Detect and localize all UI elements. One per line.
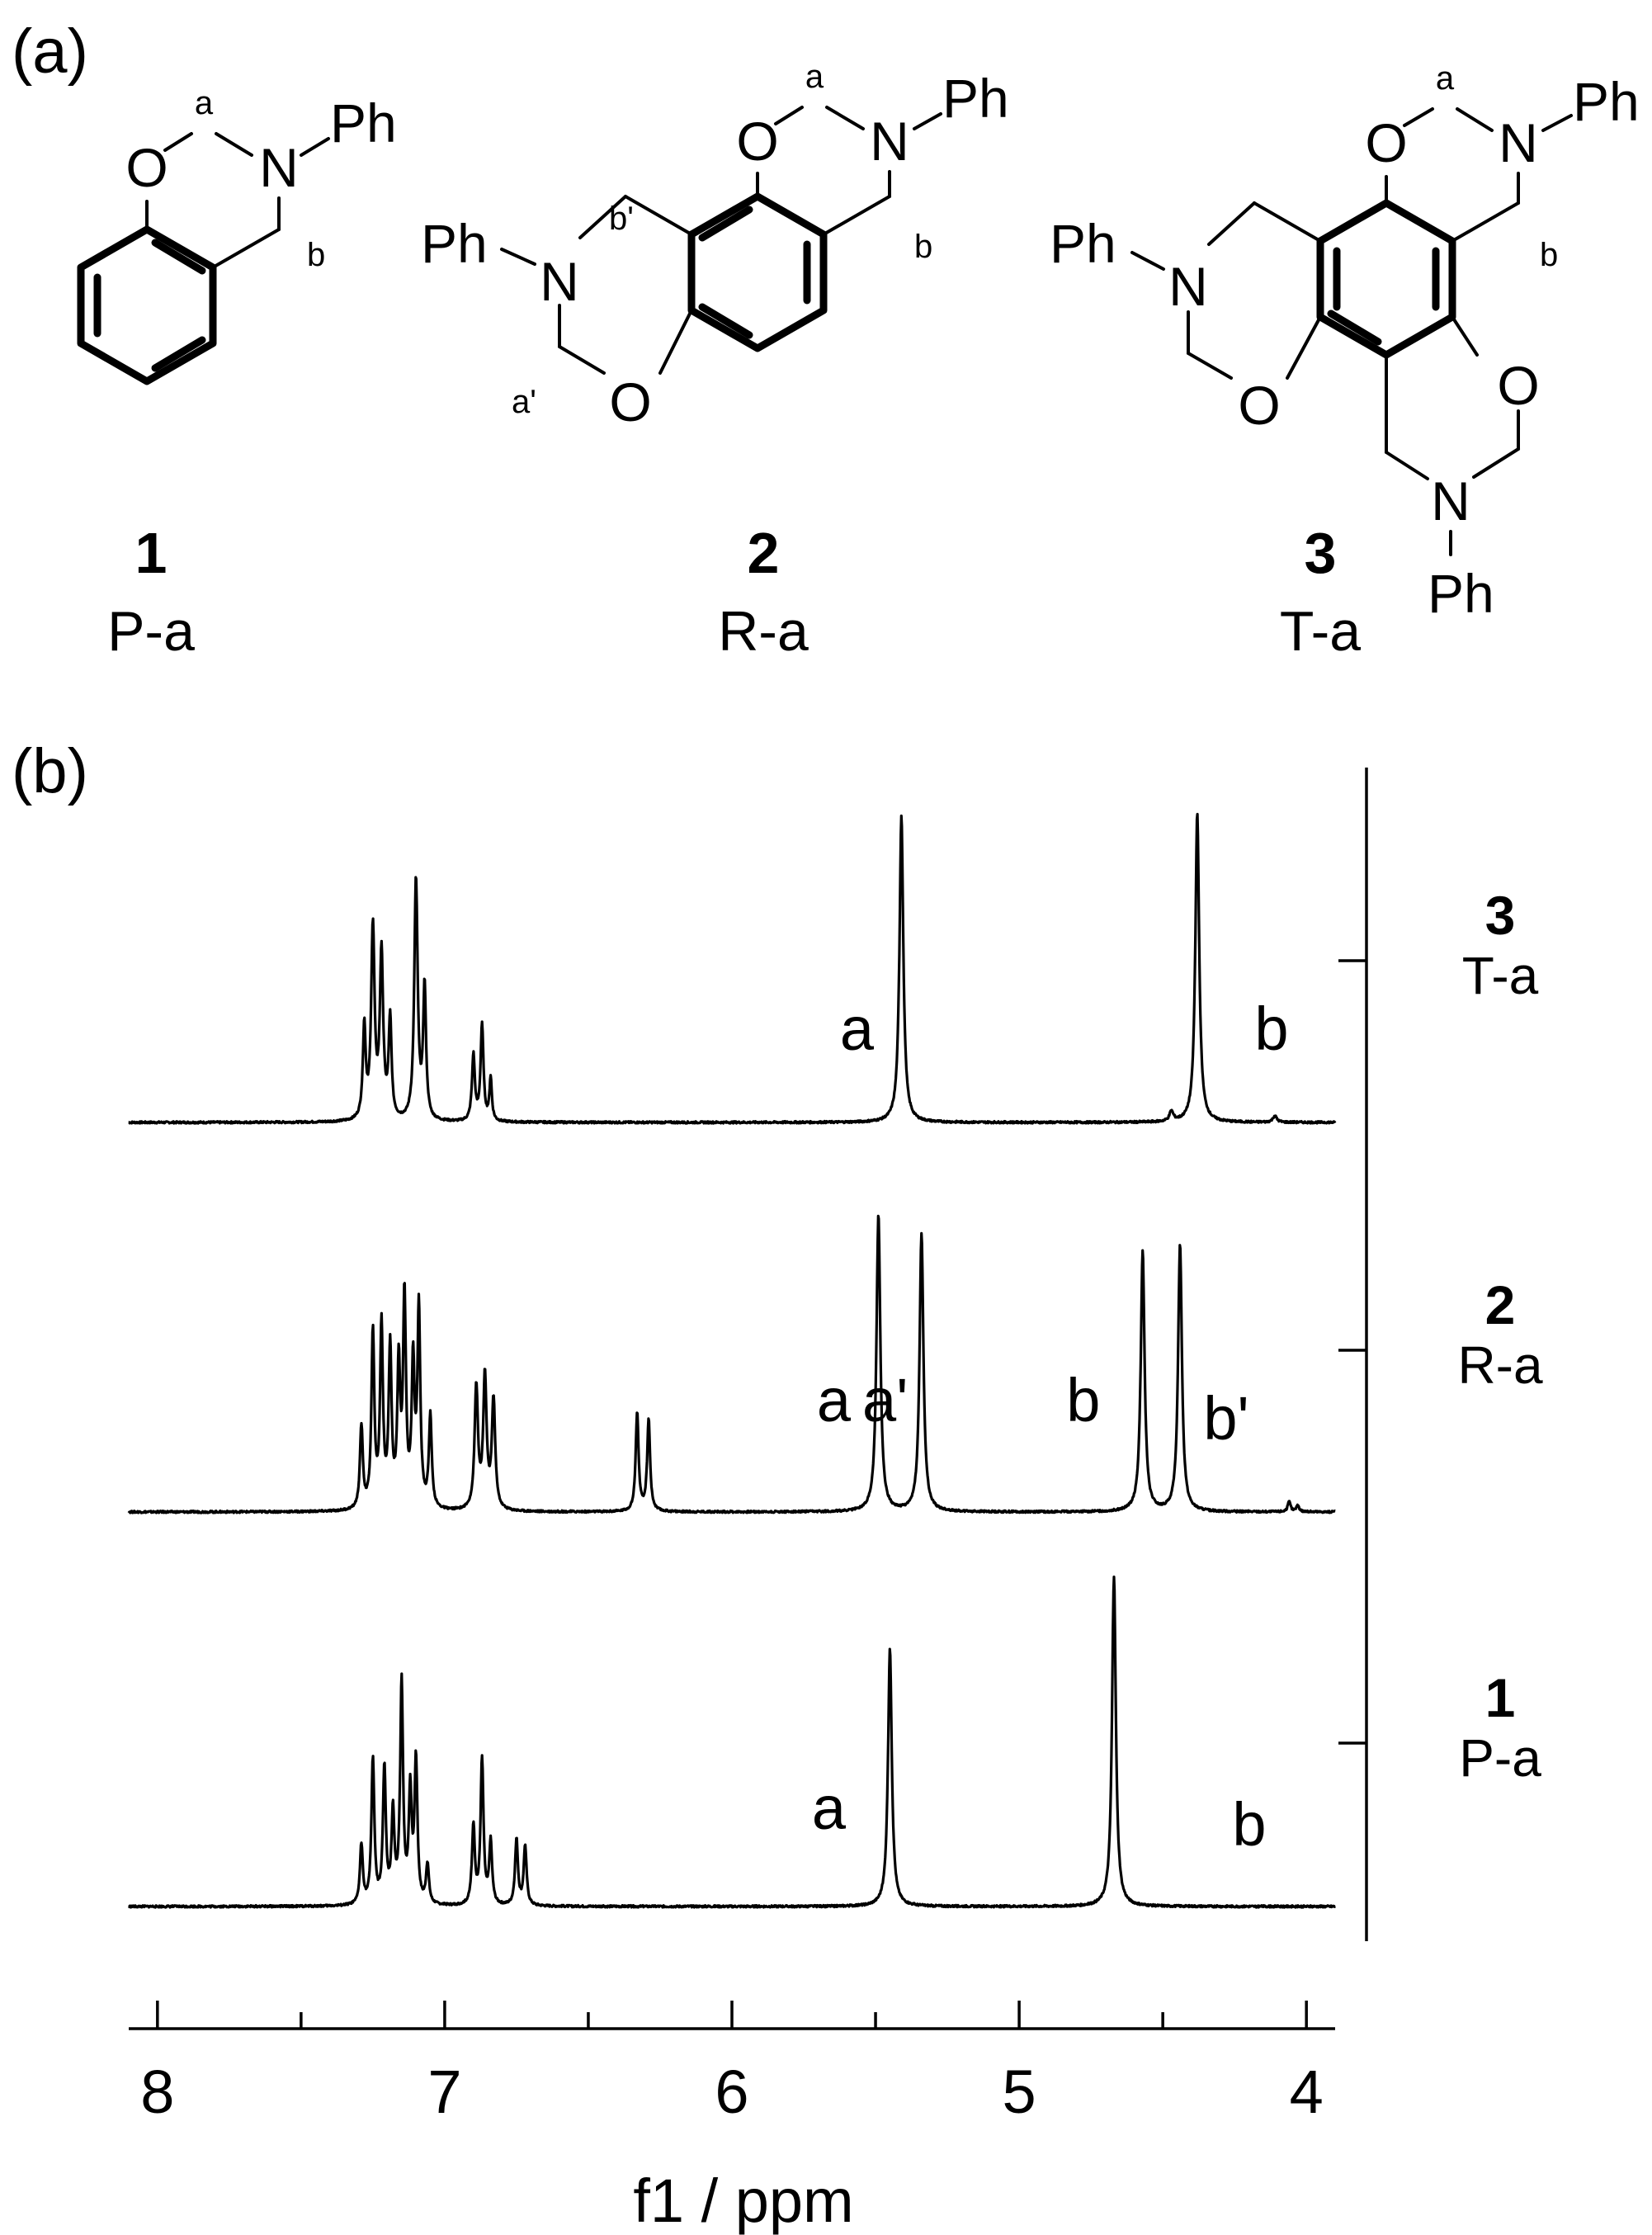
compound-1-name: P-a [107,600,195,663]
bond-ca-prime-o [558,345,606,375]
atom-Ph: Ph [1050,213,1116,274]
bond-ring-ch2 [1253,201,1322,243]
bond-n-ph [913,112,942,130]
atom-O: O [1238,375,1280,436]
series-number-2: 2 [1485,1274,1516,1335]
atom-Ph: Ph [1428,563,1494,624]
atom-O: O [1497,355,1539,416]
atom-O: O [125,137,168,198]
x-tick-label: 4 [1290,2058,1324,2126]
x-tick-label: 6 [715,2058,748,2126]
bond-ph-n [1130,251,1165,271]
peak-label-2-3: b' [1203,1384,1248,1453]
atom-O: O [1365,112,1407,173]
panel-b-label: (b) [12,736,88,806]
aromatic-inner-bond [151,239,206,275]
bond-ch2-n [1207,201,1256,246]
atom-N: N [1499,112,1538,173]
compound-1-number: 1 [135,521,168,585]
label-a: a [1436,60,1455,97]
bond-ch2-n [1385,451,1429,480]
series-number-3: 3 [1485,885,1516,946]
bond-ca-n [1456,107,1494,132]
compound-2-number: 2 [748,521,780,585]
label-b: b [1540,237,1558,273]
bond-cb-ring [822,195,891,236]
bond-ph-n [500,248,536,266]
label-b: b [307,237,325,273]
right-offset-axis: 3T-a 2R-a 1P-a [1338,768,1543,1941]
panel-a-label: (a) [12,17,88,87]
bond-ca-n [215,132,253,157]
bond-ca-n [825,106,865,130]
aromatic-inner-bond [151,336,206,372]
atom-Ph: Ph [330,92,397,154]
bond-o-ca [774,106,804,125]
bond-n-ph [1541,114,1573,132]
peak-label-2-0: a [817,1366,852,1434]
x-tick-label: 8 [140,2058,174,2126]
bond-ring-o [1451,315,1479,357]
x-tick-label: 5 [1003,2058,1036,2126]
spectrum-1 [127,1576,1337,1909]
x-tick-label: 7 [427,2058,461,2126]
compound-2-name: R-a [718,600,809,663]
atom-N: N [540,251,579,312]
peak-label-1-0: a [812,1774,847,1842]
atom-O: O [609,371,651,432]
peak-label-3-0: a [840,995,875,1063]
atom-Ph: Ph [942,68,1009,129]
aromatic-inner-bond [698,303,753,339]
atom-N: N [870,111,909,172]
series-label-3: T-a [1462,946,1539,1005]
bond-cb-ring [211,228,281,269]
compound-3-number: 3 [1305,521,1337,585]
label-b: b [914,229,932,265]
peak-label-2-1: a' [862,1366,908,1434]
peak-label-3-1: b [1254,995,1288,1063]
spectrum-2 [127,1214,1336,1514]
x-axis-title: f1 / ppm [633,2166,853,2235]
aromatic-inner-bond [698,206,753,242]
bond-o-ca [163,132,193,152]
series-number-1: 1 [1485,1667,1516,1728]
structure-compound-2: O N Ph a b N O Ph b' a' [421,59,1009,432]
bond-ring-cb-prime [624,195,693,236]
bond-o-ca [1403,107,1434,127]
structure-compound-3: O N Ph a b N O Ph O N Ph [1050,60,1640,624]
label-a-prime: a' [512,384,536,420]
compound-3-name: T-a [1280,600,1361,663]
peak-label-2-2: b [1066,1366,1100,1434]
series-label-2: R-a [1457,1335,1543,1395]
aromatic-inner-bond [1327,309,1382,346]
atom-N: N [259,137,299,198]
bond-n-ph [300,137,330,157]
atom-O: O [736,111,778,172]
bond-cb-prime-n [578,195,627,239]
atom-Ph: Ph [1573,71,1640,132]
atom-Ph: Ph [421,213,488,274]
label-a: a [195,85,214,121]
bond-o-ring [1286,315,1322,380]
bond-cb-ring [1451,201,1520,243]
bond-ch2-o [1187,352,1233,380]
atom-N: N [1431,470,1470,532]
label-a: a [805,59,824,95]
bond-o-ring [658,309,693,375]
atom-N: N [1168,256,1208,317]
spectrum-3 [128,812,1337,1125]
bond-ch2-n [1472,447,1520,479]
label-b-prime: b' [609,201,634,237]
series-label-1: P-a [1459,1728,1541,1788]
peak-label-1-1: b [1232,1790,1266,1859]
x-axis: 8 7 6 5 4 [129,2001,1335,2126]
structure-compound-1: O N Ph a b [77,85,397,385]
